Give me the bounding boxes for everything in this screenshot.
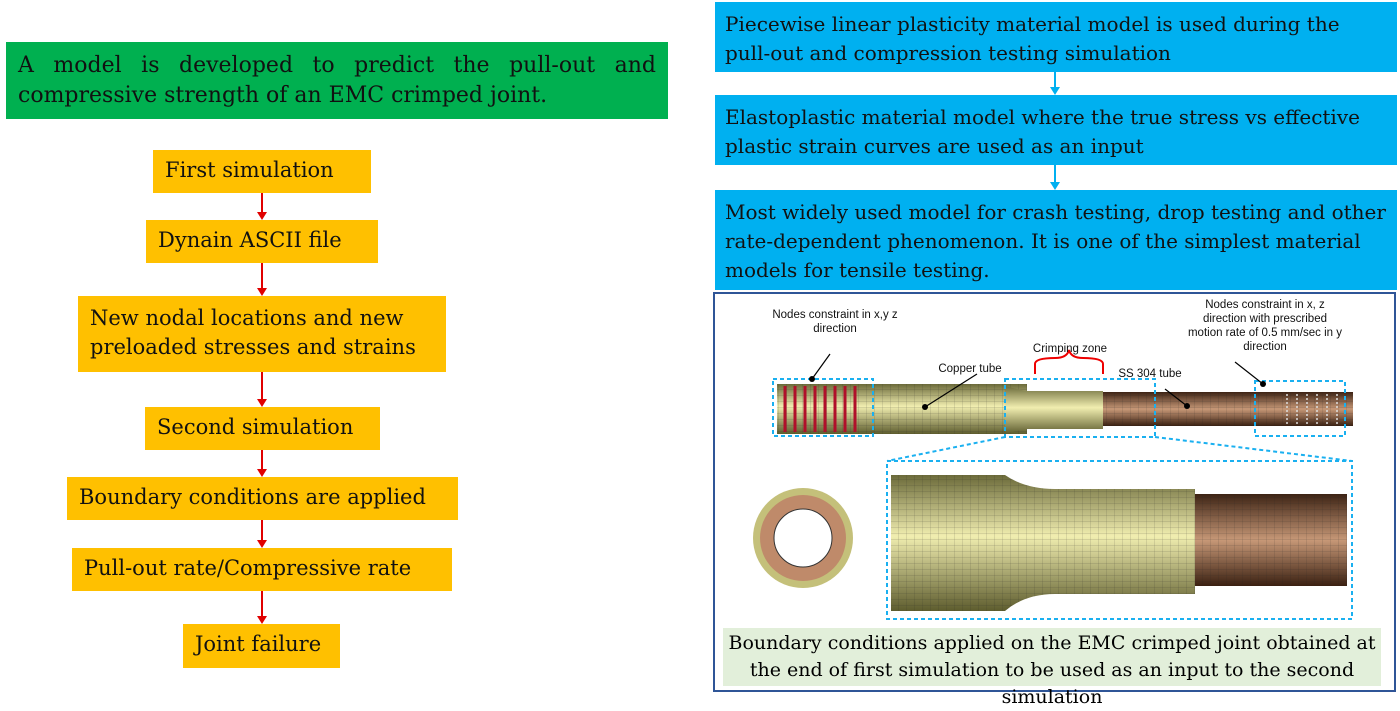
material-box-piecewise: Piecewise linear plasticity material mod…	[715, 2, 1397, 72]
label-left-constraint: Nodes constraint in x,y z direction	[772, 309, 898, 335]
flow-step-new-nodal-locations: New nodal locations and new preloaded st…	[78, 296, 446, 372]
label-right-constraint: Nodes constraint in x, z direction with …	[1187, 299, 1343, 353]
label-crimping-zone: Crimping zone	[1032, 343, 1108, 355]
flow-step-second-simulation: Second simulation	[145, 407, 380, 450]
label-copper-tube: Copper tube	[938, 363, 1002, 375]
flow-step-joint-failure: Joint failure	[183, 624, 340, 668]
flow-arrow	[257, 372, 267, 407]
flow-step-rate: Pull-out rate/Compressive rate	[72, 548, 452, 591]
boundary-figure: Nodes constraint in x,y z direction Copp…	[713, 292, 1396, 708]
flow-arrow	[257, 263, 267, 296]
tube-model-image	[753, 349, 1353, 620]
intro-box: A model is developed to predict the pull…	[6, 42, 668, 119]
flow-step-boundary-conditions: Boundary conditions are applied	[67, 477, 458, 520]
flow-step-dynain-file: Dynain ASCII file	[146, 220, 378, 263]
label-ss304-tube: SS 304 tube	[1118, 368, 1182, 380]
flow-step-first-simulation: First simulation	[153, 150, 371, 193]
material-arrow	[1050, 72, 1060, 95]
material-box-elastoplastic: Elastoplastic material model where the t…	[715, 95, 1397, 165]
flow-arrow	[257, 450, 267, 477]
flow-arrow	[257, 520, 267, 548]
figure-caption: Boundary conditions applied on the EMC c…	[723, 628, 1381, 708]
material-arrow	[1050, 165, 1060, 190]
flow-arrow	[257, 591, 267, 624]
flow-arrow	[257, 193, 267, 220]
material-box-usage: Most widely used model for crash testing…	[715, 190, 1397, 290]
